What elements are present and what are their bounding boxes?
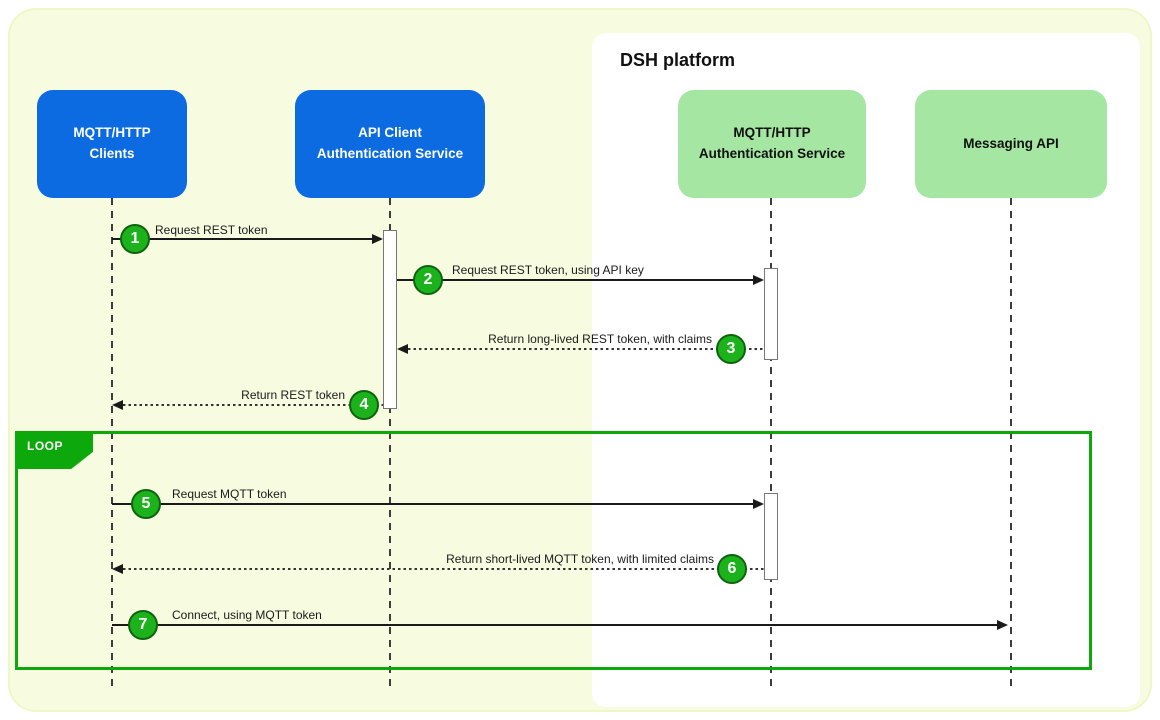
activation-bar — [764, 268, 778, 360]
arrowhead-left-icon — [112, 563, 123, 574]
message-label: Request MQTT token — [172, 487, 287, 501]
arrowhead-right-icon — [372, 233, 383, 244]
message-arrow — [112, 503, 753, 505]
step-badge: 6 — [717, 554, 747, 584]
lifeline-messaging-api — [1010, 198, 1012, 688]
actor-label: MQTT/HTTP Authentication Service — [698, 125, 846, 161]
step-badge: 3 — [716, 334, 746, 364]
arrowhead-left-icon — [112, 399, 123, 410]
message-arrow — [397, 279, 753, 281]
actor-box-mqtt-http-clients: MQTT/HTTP Clients — [37, 90, 187, 198]
activation-bar — [383, 230, 397, 409]
message-label: Request REST token — [155, 223, 268, 237]
step-badge: 2 — [413, 265, 443, 295]
arrowhead-left-icon — [397, 343, 408, 354]
step-badge: 1 — [120, 224, 150, 254]
loop-fragment — [15, 431, 1092, 670]
message-arrow — [112, 238, 372, 240]
dsh-platform-title: DSH platform — [620, 50, 736, 70]
activation-bar — [764, 493, 778, 580]
actor-label: Messaging API — [963, 135, 1059, 151]
message-label: Return long-lived REST token, with claim… — [488, 332, 712, 346]
message-arrow — [123, 568, 764, 570]
message-label: Return REST token — [241, 388, 345, 402]
message-arrow — [123, 404, 383, 406]
actor-label: API Client Authentication Service — [316, 125, 464, 161]
step-badge: 4 — [349, 390, 379, 420]
lifeline-api-client-auth-service — [389, 198, 391, 688]
message-arrow — [112, 624, 997, 626]
actor-box-api-client-auth-service: API Client Authentication Service — [295, 90, 485, 198]
actor-box-mqtt-http-auth-service: MQTT/HTTP Authentication Service — [678, 90, 866, 198]
actor-box-messaging-api: Messaging API — [915, 90, 1107, 198]
arrowhead-right-icon — [997, 619, 1008, 630]
message-arrow — [408, 348, 764, 350]
arrowhead-right-icon — [753, 498, 764, 509]
lifeline-mqtt-http-auth-service — [770, 198, 772, 688]
step-badge: 7 — [128, 610, 158, 640]
message-label: Connect, using MQTT token — [172, 608, 322, 622]
arrowhead-right-icon — [753, 274, 764, 285]
actor-label: MQTT/HTTP Clients — [73, 125, 151, 161]
step-badge: 5 — [131, 489, 161, 519]
lifeline-mqtt-http-clients — [111, 198, 113, 688]
message-label: Request REST token, using API key — [452, 263, 644, 277]
message-label: Return short-lived MQTT token, with limi… — [446, 552, 714, 566]
